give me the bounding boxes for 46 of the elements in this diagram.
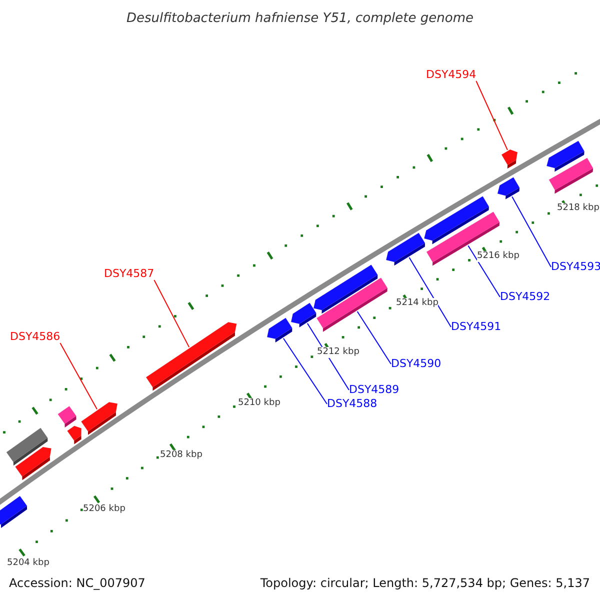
footer-text: Accession: NC_007907 bbox=[9, 575, 146, 592]
gene-label: DSY4587 bbox=[104, 267, 154, 280]
gene-label: DSY4588 bbox=[327, 397, 378, 410]
gene-block bbox=[316, 278, 388, 332]
leader-line bbox=[476, 80, 508, 150]
gene-block bbox=[6, 428, 48, 466]
leader-line bbox=[60, 342, 98, 410]
gene-feature-block bbox=[498, 177, 520, 200]
position-label: 5212 kbp bbox=[317, 347, 360, 358]
gene-feature-block bbox=[291, 302, 316, 328]
gene-block bbox=[58, 406, 76, 428]
position-label: 5210 kbp bbox=[238, 398, 280, 409]
position-label: 5216 kbp bbox=[477, 251, 520, 262]
gene-label: DSY4592 bbox=[500, 290, 550, 303]
gene-feature-block bbox=[0, 496, 28, 528]
gene-feature-block bbox=[546, 140, 584, 172]
leader-line bbox=[282, 338, 328, 404]
gene-feature-block bbox=[81, 402, 118, 435]
gene-label: DSY4591 bbox=[451, 320, 502, 333]
gene-feature-block bbox=[146, 322, 237, 391]
position-label: 5214 kbp bbox=[396, 298, 438, 309]
leader-line bbox=[512, 196, 552, 268]
position-label: 5206 kbp bbox=[83, 504, 126, 515]
gene-label: DSY4589 bbox=[349, 383, 400, 396]
gene-block bbox=[426, 212, 500, 266]
gene-block bbox=[548, 158, 594, 194]
gene-feature-block bbox=[386, 232, 426, 266]
gene-label: DSY4586 bbox=[10, 330, 60, 343]
leader-line bbox=[154, 280, 190, 348]
position-label: 5204 kbp bbox=[7, 558, 50, 569]
gene-feature-block bbox=[424, 196, 489, 244]
gene-feature-block bbox=[267, 318, 292, 342]
leader-line bbox=[468, 245, 500, 298]
gene-label: DSY4593 bbox=[551, 260, 600, 273]
gene-label: DSY4590 bbox=[391, 357, 442, 370]
position-label: 5208 kbp bbox=[160, 450, 202, 461]
footer-text: Topology: circular; Length: 5,727,534 bp; Genes: 5,137 bbox=[260, 575, 590, 592]
gene-feature-block bbox=[15, 447, 52, 480]
gene-feature-block bbox=[314, 264, 378, 314]
leader-line bbox=[356, 310, 392, 364]
gene-label: DSY4594 bbox=[426, 68, 476, 81]
gene-feature-block bbox=[67, 426, 82, 444]
leader-line bbox=[408, 257, 452, 328]
gene-feature-block bbox=[502, 150, 518, 169]
chart-title: Desulfitobacterium hafniense Y51, complete genome bbox=[126, 10, 474, 28]
position-label: 5218 kbp bbox=[557, 203, 600, 214]
